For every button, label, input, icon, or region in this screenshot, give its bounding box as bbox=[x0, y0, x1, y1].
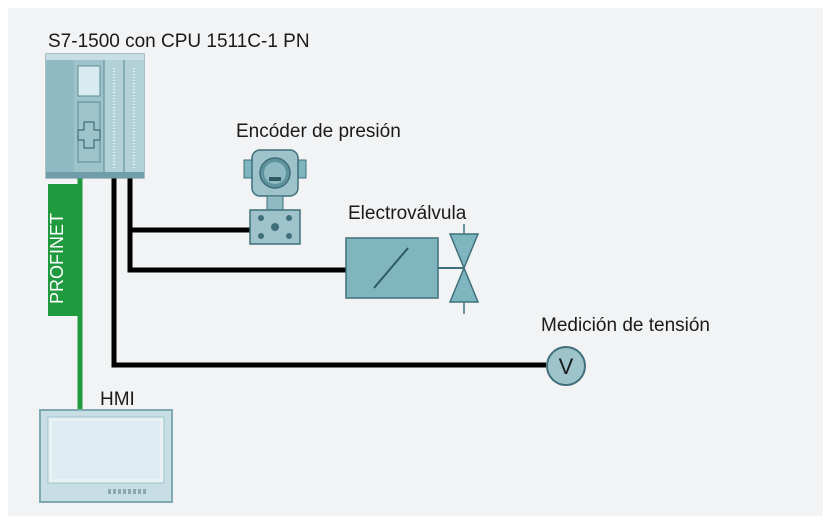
voltmeter-icon: V bbox=[546, 346, 586, 386]
valve-label: Electroválvula bbox=[348, 203, 467, 224]
voltmeter-symbol: V bbox=[559, 354, 574, 379]
hmi-panel-icon bbox=[39, 409, 173, 503]
pressure-transmitter-icon bbox=[243, 149, 307, 245]
plc-rack-icon bbox=[45, 53, 145, 179]
profinet-label: PROFINET bbox=[47, 212, 67, 304]
automation-diagram: V bbox=[39, 53, 586, 503]
plc-title: S7-1500 con CPU 1511C-1 PN bbox=[48, 31, 310, 52]
voltage-cable bbox=[111, 176, 546, 368]
encoder-label: Encóder de presión bbox=[236, 121, 401, 142]
valve-cable bbox=[127, 230, 348, 273]
encoder-cable bbox=[127, 176, 250, 233]
hmi-label: HMI bbox=[100, 389, 135, 410]
diagram-canvas: V S7-1500 con CPU 1511C-1 PN Encóder de … bbox=[8, 8, 823, 516]
profinet-cable bbox=[48, 178, 83, 410]
signal-cables bbox=[111, 176, 546, 368]
solenoid-valve-icon bbox=[345, 224, 480, 314]
voltage-measurement-label: Medición de tensión bbox=[541, 315, 710, 336]
